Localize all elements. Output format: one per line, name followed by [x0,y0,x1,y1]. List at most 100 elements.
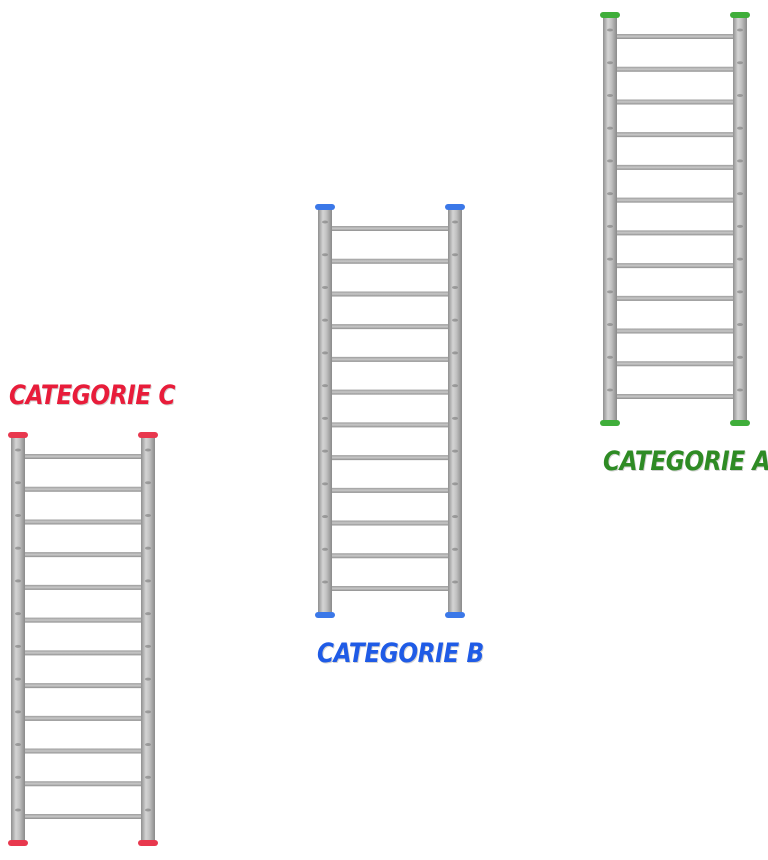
pole-rivet [737,28,743,32]
ladder-cap-top-left [8,432,28,438]
ladder-rung [23,584,143,590]
ladder-rung [23,715,143,721]
ladder-rung [330,226,450,231]
pole-rivet [145,513,151,517]
pole-rivet [452,318,458,322]
pole-rivet [607,159,613,163]
ladder-cap-top-left [315,204,335,210]
pole-rivet [607,290,613,294]
pole-rivet [145,448,151,452]
pole-rivet [15,743,21,747]
ladder-rung [330,389,450,395]
pole-rivet [737,355,743,359]
pole-rivet [452,482,458,486]
ladder-cap-bottom-right [138,840,158,846]
ladder-rung [330,553,450,559]
ladder-rung [615,197,735,203]
ladder-rung [330,258,450,264]
pole-rivet [145,644,151,648]
pole-rivet [607,323,613,327]
ladder-rung [330,324,450,330]
pole-rivet [322,449,328,453]
category-label-c: CATEGORIE C [9,380,176,411]
pole-rivet [737,388,743,392]
ladder-rung [615,34,735,39]
ladder-cap-top-left [600,12,620,18]
pole-rivet [322,285,328,289]
pole-rivet [607,93,613,97]
ladder-rung [330,356,450,362]
pole-rivet [322,547,328,551]
pole-rivet [607,224,613,228]
pole-rivet [452,547,458,551]
ladder-cap-bottom-left [600,420,620,426]
ladder-rung [615,328,735,334]
pole-rivet [15,612,21,616]
ladder-cap-top-right [730,12,750,18]
pole-rivet [607,388,613,392]
pole-rivet [452,285,458,289]
ladder-rung [615,361,735,367]
pole-rivet [452,416,458,420]
pole-rivet [322,482,328,486]
pole-rivet [145,710,151,714]
pole-rivet [737,323,743,327]
ladder-rung [23,650,143,656]
ladder-rung [330,487,450,493]
ladder-rung [330,586,450,591]
pole-rivet [737,290,743,294]
pole-rivet [607,61,613,65]
ladder-cap-bottom-left [315,612,335,618]
ladder-rung [615,66,735,72]
pole-rivet [322,351,328,355]
pole-rivet [737,159,743,163]
pole-rivet [737,224,743,228]
pole-rivet [607,257,613,261]
ladder-pole-right [733,17,747,421]
ladder-rung [330,520,450,526]
ladder-categorie-b [315,204,465,618]
pole-rivet [607,192,613,196]
ladder-pole-left [11,437,25,841]
pole-rivet [15,775,21,779]
ladder-rung [23,454,143,459]
pole-rivet [15,481,21,485]
pole-rivet [322,253,328,257]
ladder-pole-right [141,437,155,841]
ladder-rung [615,230,735,236]
ladder-rung [615,263,735,269]
pole-rivet [452,384,458,388]
ladder-rung [330,455,450,461]
pole-rivet [322,318,328,322]
ladder-rung [23,683,143,689]
pole-rivet [737,61,743,65]
ladder-pole-right [448,209,462,613]
pole-rivet [15,579,21,583]
pole-rivet [737,93,743,97]
ladder-rung [23,748,143,754]
pole-rivet [322,515,328,519]
ladder-rung [23,486,143,492]
ladder-categorie-c [8,432,158,846]
pole-rivet [145,677,151,681]
ladder-cap-top-right [445,204,465,210]
pole-rivet [145,481,151,485]
pole-rivet [15,644,21,648]
ladder-rung [23,781,143,787]
pole-rivet [145,546,151,550]
ladder-cap-bottom-left [8,840,28,846]
pole-rivet [322,384,328,388]
ladder-cap-bottom-right [445,612,465,618]
pole-rivet [145,808,151,812]
ladder-rung [615,99,735,105]
pole-rivet [322,220,328,224]
pole-rivet [607,126,613,130]
pole-rivet [15,808,21,812]
pole-rivet [15,546,21,550]
pole-rivet [322,416,328,420]
ladder-cap-bottom-right [730,420,750,426]
pole-rivet [452,515,458,519]
pole-rivet [145,775,151,779]
ladder-pole-left [603,17,617,421]
